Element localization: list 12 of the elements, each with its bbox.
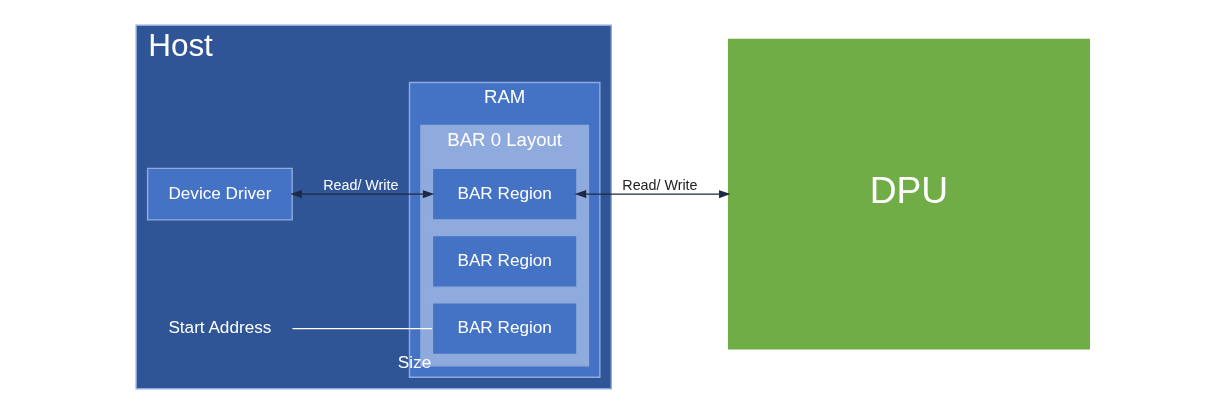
node-label: Size: [397, 352, 432, 373]
node-box: Device Driver: [146, 167, 293, 221]
edge-label: Read/ Write: [323, 176, 399, 193]
edge-label: Read/ Write: [622, 176, 698, 193]
node-box: BAR Region: [431, 167, 578, 221]
arrow: [574, 190, 731, 199]
node-box: BAR Region: [431, 234, 578, 288]
node-text: Start Address: [168, 317, 272, 338]
node-box: DPU: [727, 38, 1090, 350]
node-box: BAR Region: [431, 302, 578, 356]
connector: [291, 327, 433, 330]
arrow: [290, 190, 435, 199]
